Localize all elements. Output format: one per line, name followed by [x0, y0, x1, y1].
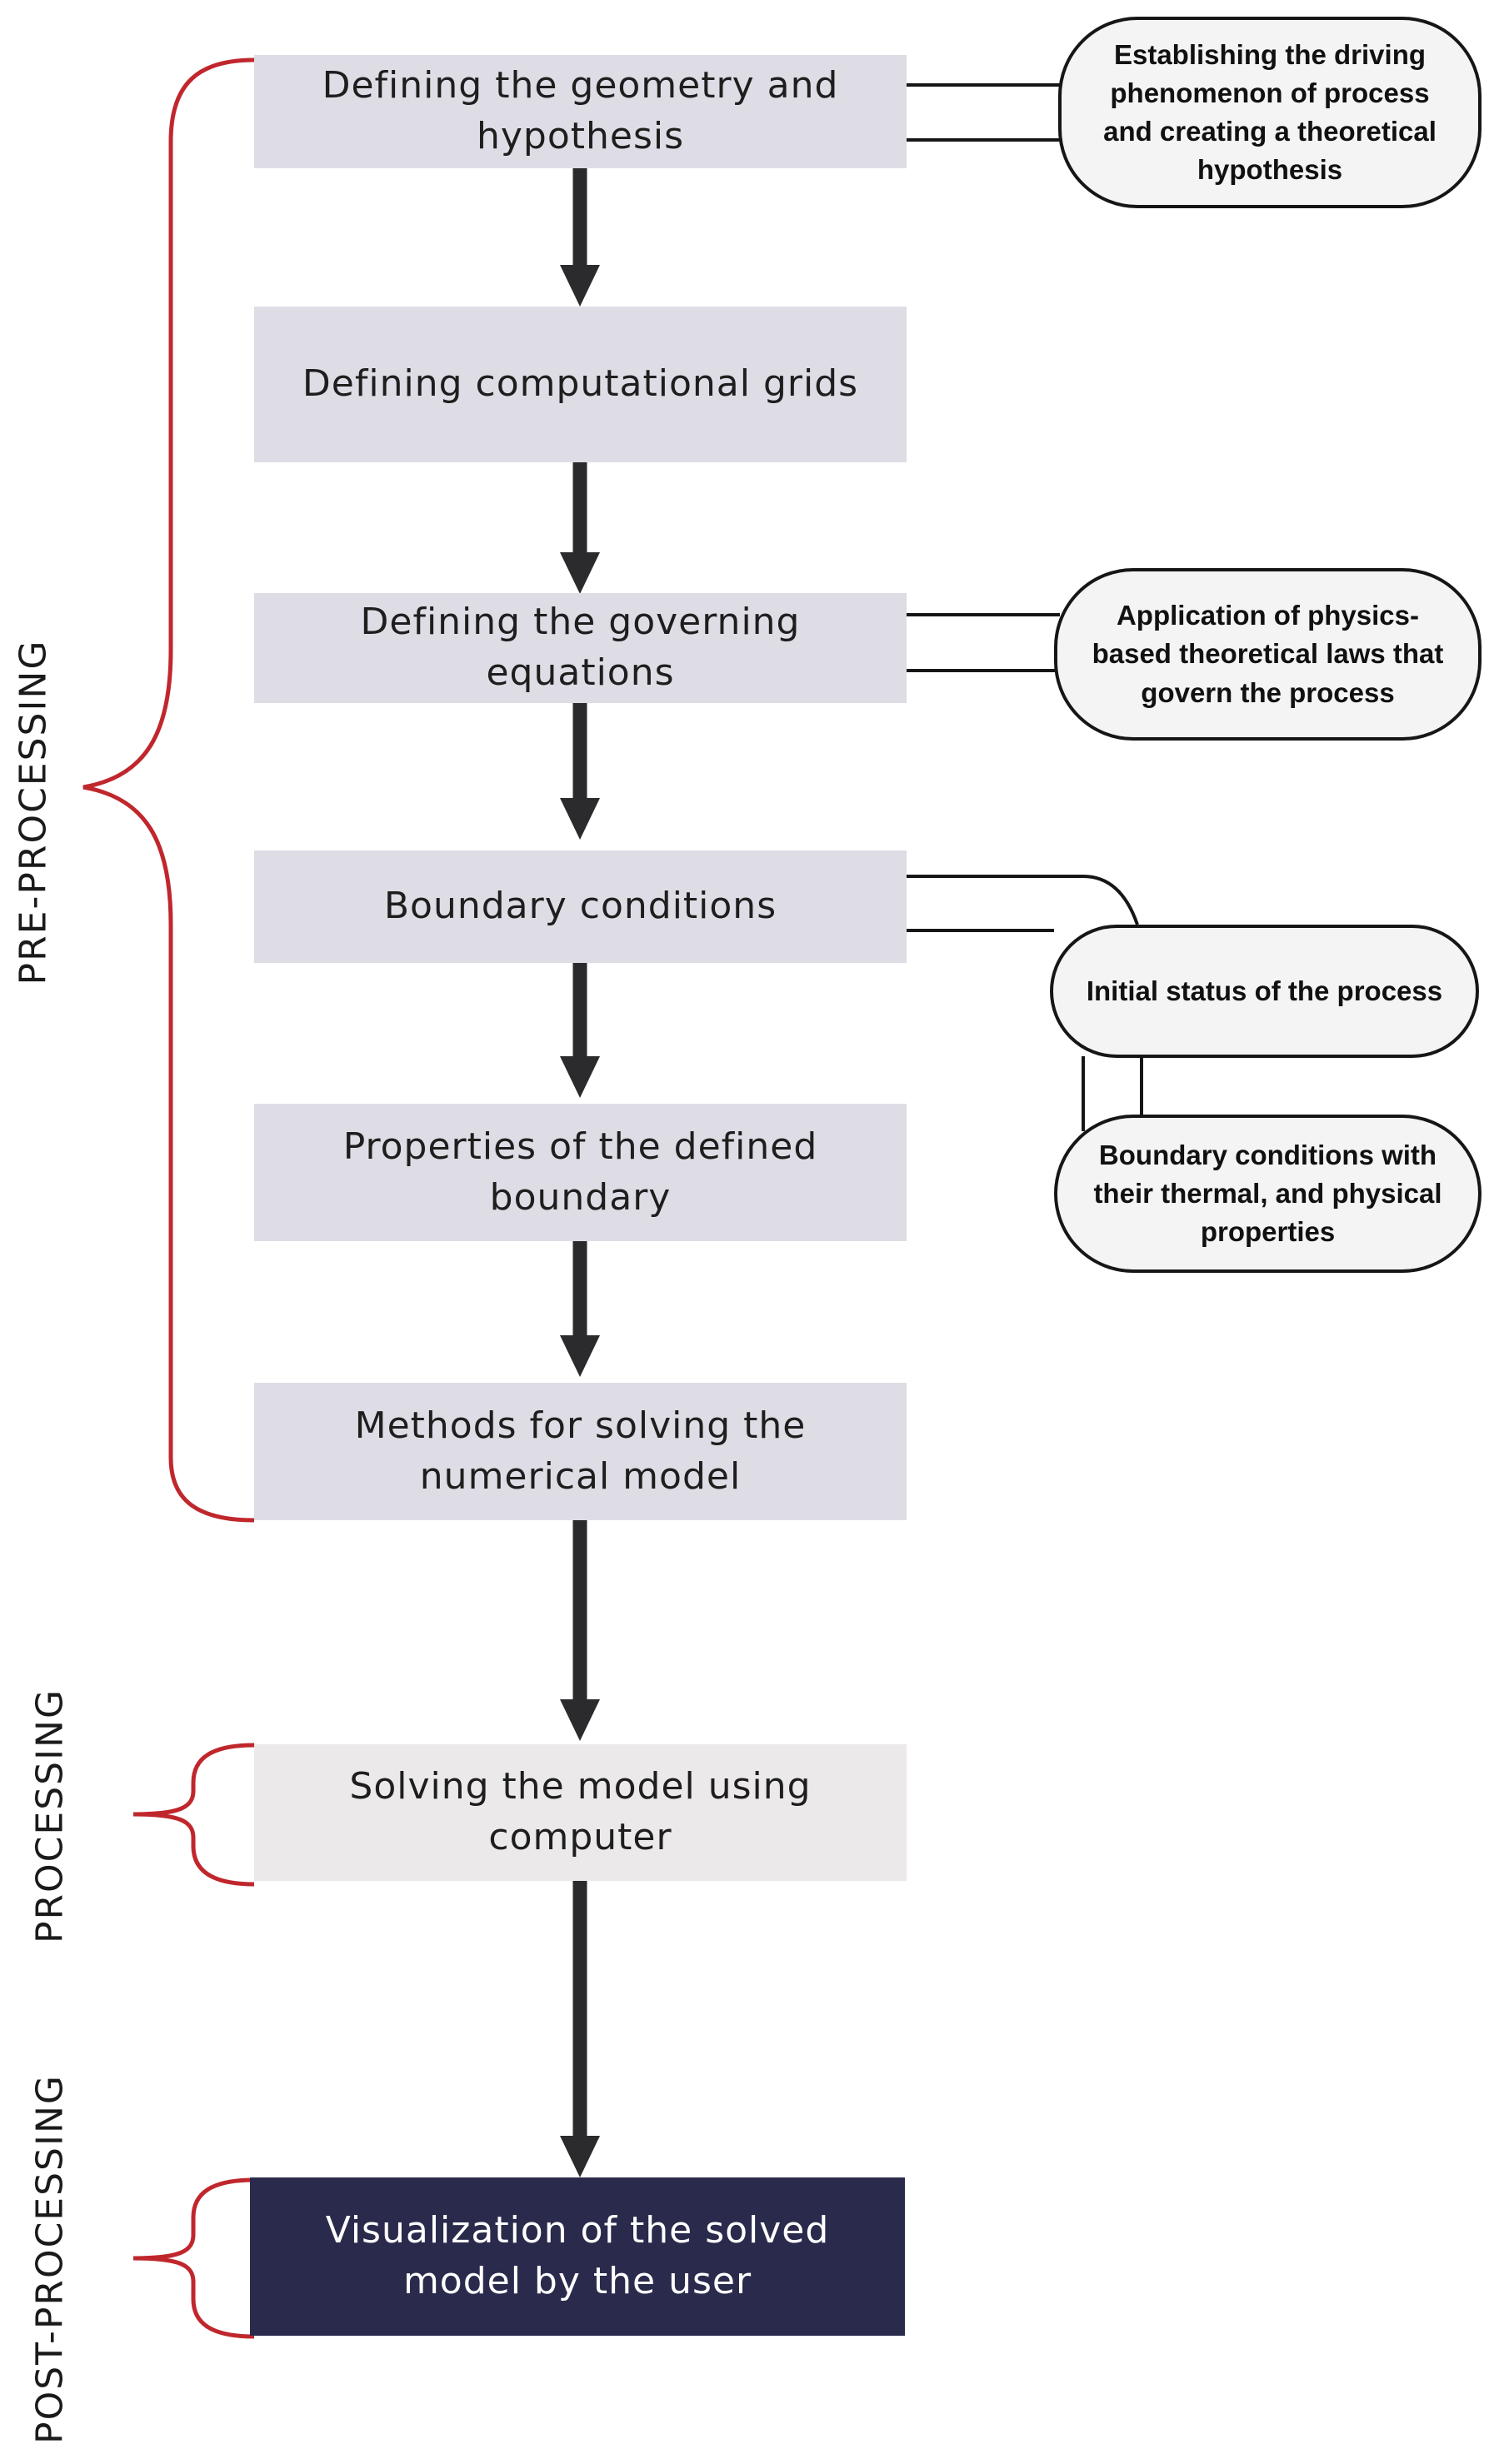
side-connectors — [907, 83, 1143, 1131]
processing-brace — [132, 1743, 255, 1887]
step-computational-grids: Defining computational grids — [254, 307, 907, 462]
connector-equations-to-physics-note — [907, 613, 1060, 672]
post-processing-brace — [132, 2177, 255, 2339]
connector-geometry-to-driving-note — [907, 83, 1062, 142]
arrow-equations-to-boundary — [560, 703, 600, 840]
step-boundary-conditions: Boundary conditions — [254, 850, 907, 963]
note-initial-status: Initial status of the process — [1050, 925, 1479, 1058]
note-physics-laws: Application of physics-based theoretical… — [1054, 568, 1482, 741]
note-boundary-thermal-properties: Boundary conditions with their thermal, … — [1054, 1115, 1482, 1273]
arrow-grids-to-equations — [560, 462, 600, 594]
step-boundary-properties: Properties of the defined boundary — [254, 1104, 907, 1241]
stage-braces — [82, 57, 255, 2339]
arrow-solving-to-visualization — [560, 1881, 600, 2177]
arrow-methods-to-solving — [560, 1520, 600, 1741]
step-geometry-hypothesis: Defining the geometry and hypothesis — [254, 55, 907, 168]
arrow-boundary-to-properties — [560, 963, 600, 1098]
pre-processing-brace — [82, 57, 255, 1523]
note-driving-phenomenon: Establishing the driving phenomenon of p… — [1058, 17, 1482, 208]
arrow-geometry-to-grids — [560, 168, 600, 307]
step-visualization: Visualization of the solved model by the… — [250, 2177, 905, 2336]
label-processing: PROCESSING — [28, 1688, 72, 1944]
flow-arrows — [560, 168, 600, 2177]
label-pre-processing: PRE-PROCESSING — [12, 639, 55, 985]
step-solving-methods: Methods for solving the numerical model — [254, 1383, 907, 1520]
connector-boundary-to-notes — [907, 875, 1143, 1131]
step-solving-with-computer: Solving the model using computer — [254, 1744, 907, 1881]
step-governing-equations: Defining the governing equations — [254, 593, 907, 703]
label-post-processing: POST-PROCESSING — [28, 2074, 72, 2444]
arrow-properties-to-methods — [560, 1241, 600, 1377]
